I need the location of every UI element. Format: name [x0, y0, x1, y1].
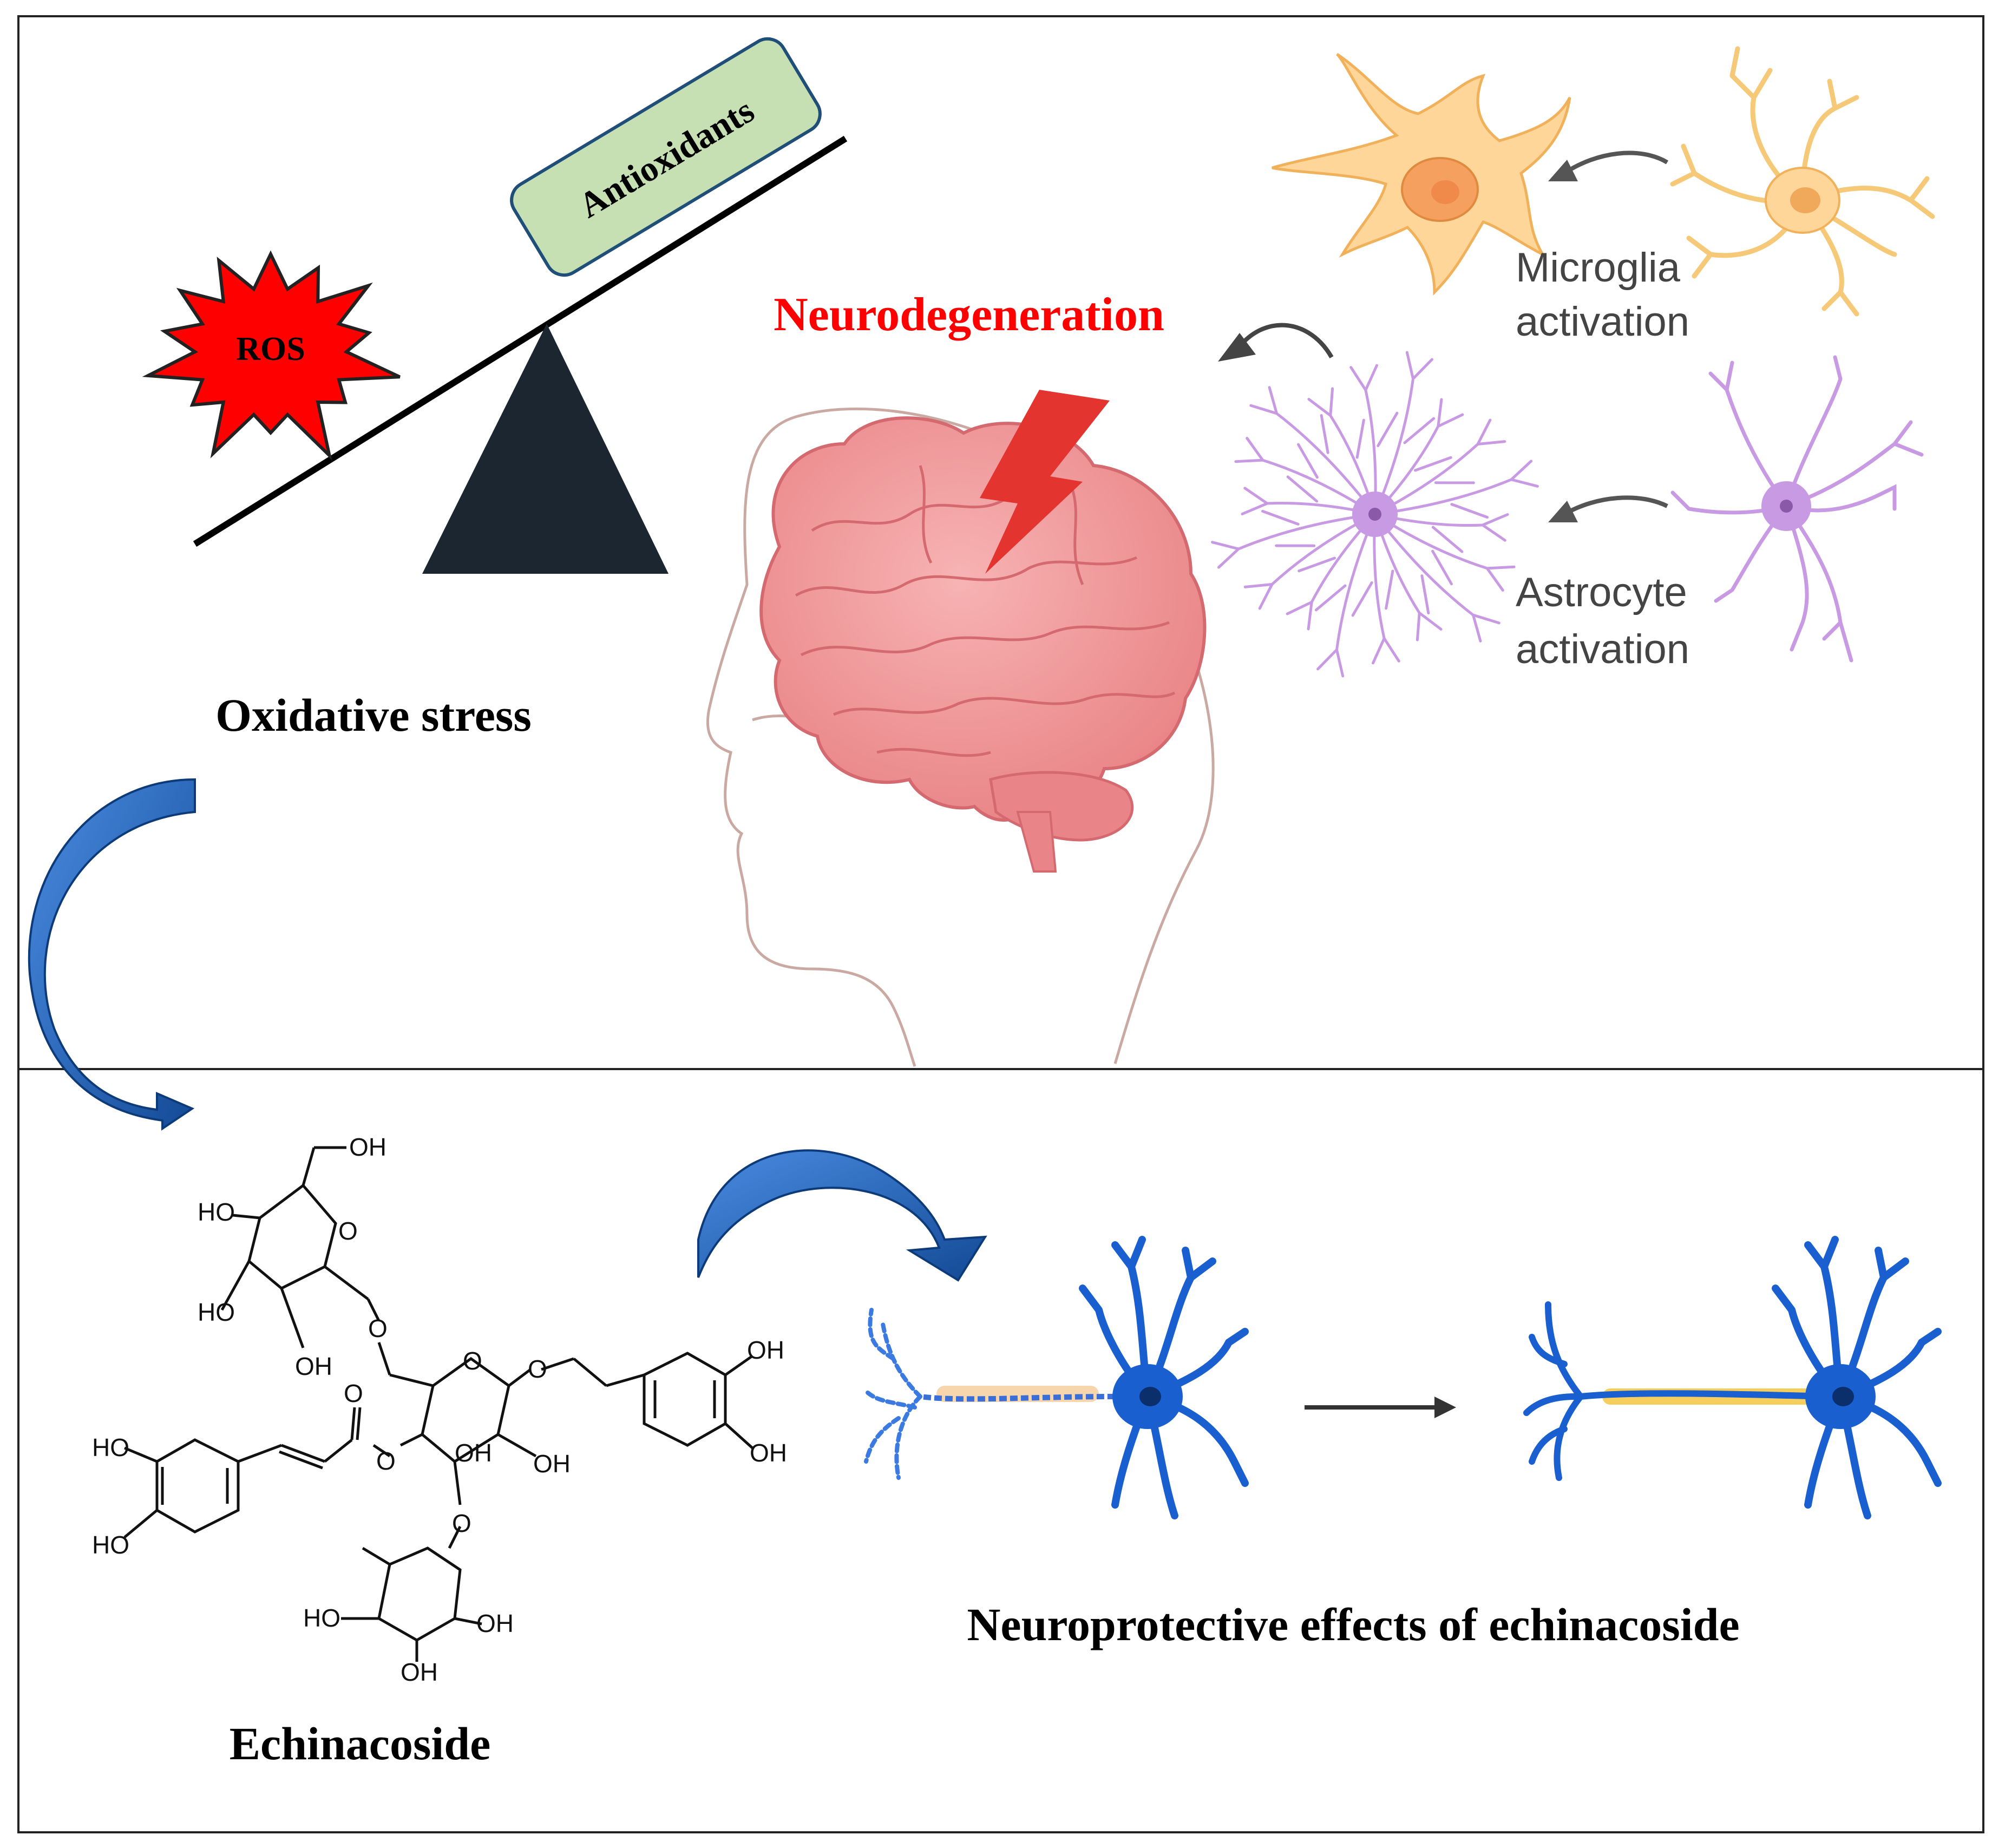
atom-label: O	[344, 1379, 363, 1407]
resting-microglia-nucleus	[1790, 187, 1820, 213]
neuroprotective-caption: Neuroprotective effects of echinacoside	[967, 1598, 1739, 1650]
structure-bonds	[123, 1146, 753, 1662]
activated-astrocyte-nucleus	[1368, 508, 1381, 521]
atom-label: OH	[747, 1336, 784, 1364]
damaged-axon	[920, 1394, 1116, 1402]
protected-neuron-nucleus	[1832, 1387, 1854, 1406]
astrocyte-process	[1373, 513, 1516, 592]
atom-label: O	[376, 1447, 396, 1475]
astrocyte-arrow	[1563, 495, 1668, 516]
resting-astrocyte-nucleus	[1780, 500, 1793, 513]
balance-scale: ROS Antioxidants Oxidative stress	[142, 37, 848, 741]
antioxidants-box: Antioxidants	[510, 37, 822, 277]
lightning-bolt-icon	[980, 390, 1110, 574]
head-and-brain: Neurodegeneration	[706, 289, 1215, 1067]
atom-label: HO	[198, 1198, 235, 1226]
astrocyte-process	[1307, 387, 1377, 516]
atom-label: OH	[750, 1439, 787, 1467]
atom-label: O	[338, 1217, 358, 1245]
atom-label: OH	[295, 1352, 332, 1380]
protected-neuron	[1523, 1236, 1942, 1519]
atom-label: OH	[349, 1133, 386, 1161]
balance-fulcrum	[422, 324, 669, 574]
brain-cerebellum	[989, 771, 1134, 842]
transition-arrow	[1305, 1397, 1456, 1418]
atom-label: O	[528, 1355, 547, 1383]
activated-microglia-cell	[1272, 53, 1571, 296]
astrocyte-label-line2: activation	[1516, 626, 1689, 672]
atom-label: O	[463, 1347, 482, 1375]
astrocyte-process	[1373, 418, 1506, 516]
brain-cerebrum	[759, 416, 1207, 822]
damaged-neuron	[864, 1236, 1249, 1519]
atom-label: O	[452, 1509, 471, 1537]
astrocyte-process	[1373, 513, 1500, 643]
balance-beam	[193, 135, 848, 547]
astrocyte-process	[1373, 460, 1539, 519]
astrocyte-process	[1249, 386, 1377, 516]
microglia-label-line2: activation	[1516, 299, 1689, 345]
brain-stem	[1016, 811, 1057, 873]
curved-arrow-right	[697, 1149, 987, 1282]
astrocyte-process	[1211, 509, 1377, 569]
atom-label: HO	[303, 1604, 340, 1632]
astrocyte-arrowhead	[1548, 501, 1578, 522]
astrocyte-process	[1286, 513, 1377, 631]
microglia-arrowhead	[1548, 160, 1578, 181]
astrocyte-process	[1373, 398, 1464, 516]
curved-arrow-left	[28, 778, 196, 1131]
ros-label: ROS	[236, 331, 305, 368]
astrocyte-process	[1373, 351, 1436, 516]
microglia-group: Microglia activation	[1272, 46, 1935, 345]
astrocyte-label-line1: Astrocyte	[1516, 569, 1687, 615]
atom-label: HO	[92, 1433, 129, 1462]
brain-gyri	[795, 465, 1176, 757]
microglia-arrow	[1563, 150, 1669, 175]
astrocyte-process	[1351, 513, 1400, 665]
atom-label: O	[368, 1314, 388, 1342]
neurodegeneration-title: Neurodegeneration	[774, 289, 1164, 341]
astrocyte-process	[1234, 437, 1377, 516]
activated-astrocyte-cell	[1211, 351, 1539, 678]
astrocyte-process	[1373, 513, 1509, 553]
atom-label: OH	[455, 1439, 492, 1467]
structure-atom-labels: OH HO O HO O OH O O OH HO O O OH OH HO O…	[92, 1133, 787, 1686]
ros-starburst: ROS	[142, 250, 401, 461]
protected-axon	[1580, 1390, 1830, 1400]
arrow-glia-to-neurodegeneration	[1218, 323, 1334, 362]
atom-label: HO	[92, 1531, 129, 1559]
damaged-axon-terminals	[864, 1308, 922, 1480]
atom-label: OH	[533, 1450, 571, 1478]
astrocyte-process	[1314, 513, 1377, 678]
damaged-neuron-nucleus	[1139, 1387, 1161, 1406]
atom-label: HO	[198, 1298, 235, 1326]
echinacoside-structure: OH HO O HO O OH O O OH HO O O OH OH HO O…	[92, 1133, 787, 1770]
astrocyte-process	[1243, 513, 1377, 610]
oxidative-stress-caption: Oxidative stress	[215, 689, 532, 741]
protected-axon-terminals	[1523, 1301, 1584, 1481]
head-outline	[706, 407, 1215, 1067]
astrocyte-process	[1373, 513, 1443, 641]
astrocyte-process	[1349, 364, 1399, 516]
astrocyte-process	[1241, 475, 1377, 516]
atom-label: OH	[401, 1658, 438, 1686]
echinacoside-caption: Echinacoside	[230, 1718, 491, 1770]
microglia-label-line1: Microglia	[1516, 245, 1681, 291]
bottom-panel-border	[17, 1068, 1984, 1833]
atom-label: OH	[476, 1609, 514, 1637]
astrocyte-group: Astrocyte activation	[1211, 351, 1924, 678]
